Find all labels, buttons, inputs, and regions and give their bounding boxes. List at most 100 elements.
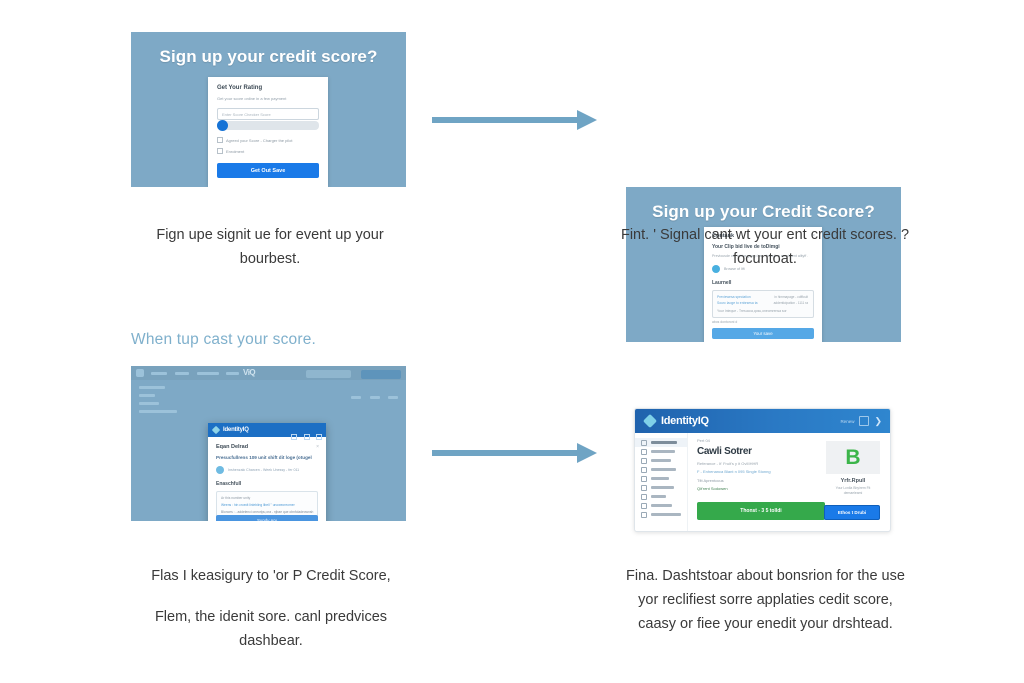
sidebar-item-1[interactable] (635, 447, 687, 456)
panel-2-caption: Fint. ' Signal cant wt your ent credit s… (620, 227, 910, 267)
sidebar-label-5 (651, 486, 674, 489)
site-logo-icon (136, 369, 144, 377)
signup-card-1: Get Your Rating Get your score online in… (208, 77, 328, 187)
sidebar-label-8 (651, 513, 681, 516)
sub-link-0[interactable] (351, 396, 362, 399)
card2-detail-box: Previewesa speciation in himmapage - cdf… (712, 290, 814, 318)
checkbox-icon (217, 148, 223, 154)
sidebar-label-1 (651, 450, 675, 453)
sidebar-item-5[interactable] (635, 483, 687, 492)
signup-card-2: Contank × Your Clip bid live de toDimgi … (704, 227, 822, 342)
modal-submit-button[interactable]: Sundy Ary (216, 515, 318, 521)
sidebar-item-dashboard[interactable] (635, 438, 687, 447)
modal-subheading: Presucfullrens 109 unit shift dit loge (… (216, 455, 312, 460)
sub-link-2[interactable] (388, 396, 398, 399)
card1-subtext: Get your score online in a few payment (217, 96, 287, 101)
minimize-icon[interactable] (291, 434, 298, 440)
modal-row-2: Weens : hin croedt linlebiing libell " u… (221, 503, 295, 507)
avatar (712, 265, 720, 273)
dashboard-line-1: Referance - It' Fruit's y it OvIIIHHR (697, 461, 759, 466)
card1-input-placeholder: Enter Score Checker Score (222, 111, 271, 117)
close-icon[interactable]: × (812, 233, 815, 239)
window-controls[interactable] (289, 427, 322, 445)
browser-sub-links (347, 386, 398, 404)
identityiq-shield-icon (211, 425, 221, 435)
list-icon (641, 448, 647, 455)
avatar (216, 466, 224, 474)
modal-title-bar: IdentityIQ (208, 423, 326, 440)
side-link-2[interactable] (139, 402, 159, 405)
modal-heading: Eqan Delrad (216, 444, 249, 450)
identityiq-dashboard: IdentityIQ Renew ❯ Pert 04 (634, 408, 891, 532)
card1-checkbox-row-1[interactable]: Agreed your Score - Charger the pilot (217, 137, 292, 143)
arrow-1-to-2 (432, 110, 597, 130)
card2-row-1: Previewesa speciation (717, 295, 751, 299)
browser-side-links (139, 386, 177, 418)
card1-score-input[interactable]: Enter Score Checker Score (217, 108, 319, 120)
card1-checkbox-row-2[interactable]: Enrolment (217, 148, 244, 154)
side-link-3[interactable] (139, 410, 177, 413)
browser-search-input[interactable] (306, 370, 351, 378)
browser-signup-button[interactable] (361, 370, 401, 379)
modal-row-1: Ar this number unity (221, 496, 251, 500)
shield-icon (641, 511, 647, 518)
report-icon (641, 457, 647, 464)
sidebar-label-0 (651, 441, 677, 444)
close-window-icon[interactable] (316, 434, 322, 440)
sidebar-item-4[interactable] (635, 474, 687, 483)
sidebar-item-2[interactable] (635, 456, 687, 465)
panel-3-caption-line-2: Flem, the idenit sore. canl predvices da… (154, 609, 388, 649)
card1-heading: Get Your Rating (217, 85, 263, 91)
panel-1-hero: Sign up your credit score? Get Your Rati… (131, 32, 406, 187)
card2-submit-button[interactable]: Your save (712, 328, 814, 339)
card2-heading: Contank (712, 233, 734, 239)
sidebar-item-8[interactable] (635, 510, 687, 519)
maximize-icon[interactable] (303, 434, 310, 440)
side-link-1[interactable] (139, 394, 155, 397)
dashboard-line-3: Tfit Aprentocus (697, 478, 724, 483)
card2-subheading: Your Clip bid live de toDimgi (712, 244, 780, 250)
modal-detail-box: Ar this number unity Weens : hin croedt … (216, 491, 318, 518)
sidebar-label-4 (651, 477, 669, 480)
folder-icon (641, 484, 647, 491)
card2-row-2-value: addenticipation - 1111 ra (773, 301, 808, 305)
header-box-icon[interactable] (859, 416, 870, 426)
card1-progress-handle[interactable] (217, 120, 228, 131)
grid-icon (641, 475, 647, 482)
card2-section-label: Laurnell (712, 280, 732, 286)
nav-item-1[interactable] (175, 372, 189, 375)
sidebar-label-2 (651, 459, 671, 462)
grade-box: B (826, 441, 880, 474)
nav-item-0[interactable] (151, 372, 167, 375)
sub-link-1[interactable] (369, 396, 380, 399)
close-icon[interactable]: × (316, 444, 319, 450)
nav-item-2[interactable] (197, 372, 219, 375)
dashboard-secondary-button[interactable]: Ethos t Drubi (824, 505, 880, 520)
card2-row-2: Sourc laoge to enbrsesa ta (717, 301, 758, 305)
dashboard-primary-cta[interactable]: Thonst - 3 5 tolldi (697, 502, 825, 520)
card1-submit-button[interactable]: Get Out Save (217, 163, 319, 178)
dashboard-header: IdentityIQ Renew ❯ (635, 409, 890, 433)
sidebar-label-6 (651, 495, 666, 498)
credit-grade: B (845, 446, 861, 469)
credit-score-widget: B Yrfr.Rpull Your Lcnlla Bbyirem Fit dem… (826, 441, 880, 496)
card2-option-text: abos dontoroni d (712, 320, 738, 324)
chevron-right-icon[interactable]: ❯ (874, 416, 882, 426)
modal-brand: IdentityIQ (223, 427, 249, 433)
browser-navbar: ViQ (131, 366, 406, 380)
card1-check2-label: Enrolment (226, 149, 245, 154)
arrow-3-to-4 (432, 443, 597, 463)
header-renew-label[interactable]: Renew (840, 418, 855, 424)
sidebar-item-3[interactable] (635, 465, 687, 474)
dashboard-header-actions: Renew ❯ (840, 416, 882, 426)
sidebar-item-6[interactable] (635, 492, 687, 501)
card1-progress-bar (217, 121, 319, 130)
panel-1-title: Sign up your credit score? (159, 47, 378, 66)
dashboard-brand: IdentityIQ (661, 415, 709, 427)
doc-icon (641, 502, 647, 509)
sidebar-item-7[interactable] (635, 501, 687, 510)
dashboard-line-4: Qit'rent Sodowen (697, 486, 728, 491)
side-link-0[interactable] (139, 386, 165, 389)
nav-item-3[interactable] (226, 372, 239, 375)
